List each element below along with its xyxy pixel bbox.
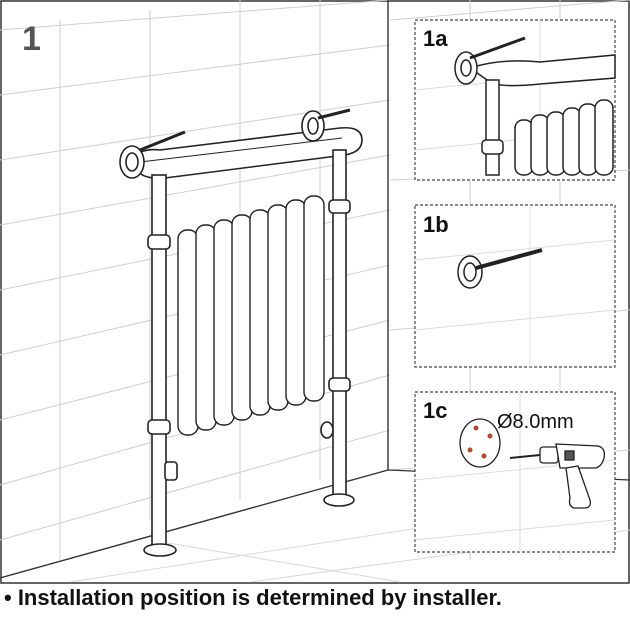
installation-caption: • Installation position is determined by…	[4, 585, 502, 610]
step-number: 1	[22, 20, 41, 58]
detail-1b	[414, 204, 616, 368]
detail-label-1c: 1c	[423, 398, 448, 423]
floor-line	[0, 469, 389, 579]
detail-label-1b: 1b	[423, 212, 449, 237]
radiator-columns	[177, 195, 325, 436]
drill-size-label: Ø8.0mm	[497, 411, 574, 433]
drill-hole-template	[459, 418, 501, 468]
detail-label-1a: 1a	[423, 26, 448, 51]
detail-1a	[414, 19, 616, 181]
detail-1c	[414, 391, 616, 553]
drill-icon	[509, 443, 606, 509]
outer-frame	[0, 0, 630, 584]
radiator	[119, 108, 363, 557]
